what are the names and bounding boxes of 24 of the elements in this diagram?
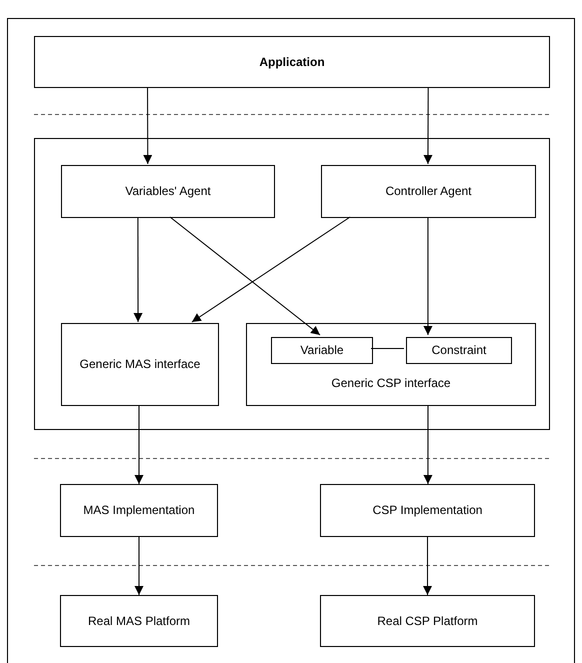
process-box: Variable <box>271 337 373 364</box>
process-box: Real CSP Platform <box>320 595 535 647</box>
group-title: Generic CSP interface <box>330 376 452 391</box>
connector-line <box>370 348 404 349</box>
container-box <box>34 138 550 430</box>
process-box: Real MAS Platform <box>60 595 218 647</box>
container-box <box>246 323 536 406</box>
arrow <box>134 536 144 596</box>
arrow <box>134 216 143 322</box>
arrow <box>423 216 432 336</box>
arrow <box>423 536 432 596</box>
arrow <box>170 216 320 336</box>
process-box: Controller Agent <box>321 165 536 218</box>
arrow <box>134 404 144 484</box>
process-box: Generic MAS interface <box>61 323 219 406</box>
arrow <box>423 404 432 484</box>
process-box: Variables' Agent <box>61 165 275 218</box>
process-box: CSP Implementation <box>320 484 535 537</box>
arrow <box>191 216 351 322</box>
process-box: MAS Implementation <box>60 484 218 537</box>
process-box: Constraint <box>406 337 512 364</box>
arrow <box>423 88 432 164</box>
arrow <box>143 88 152 164</box>
process-box: Application <box>34 36 550 88</box>
